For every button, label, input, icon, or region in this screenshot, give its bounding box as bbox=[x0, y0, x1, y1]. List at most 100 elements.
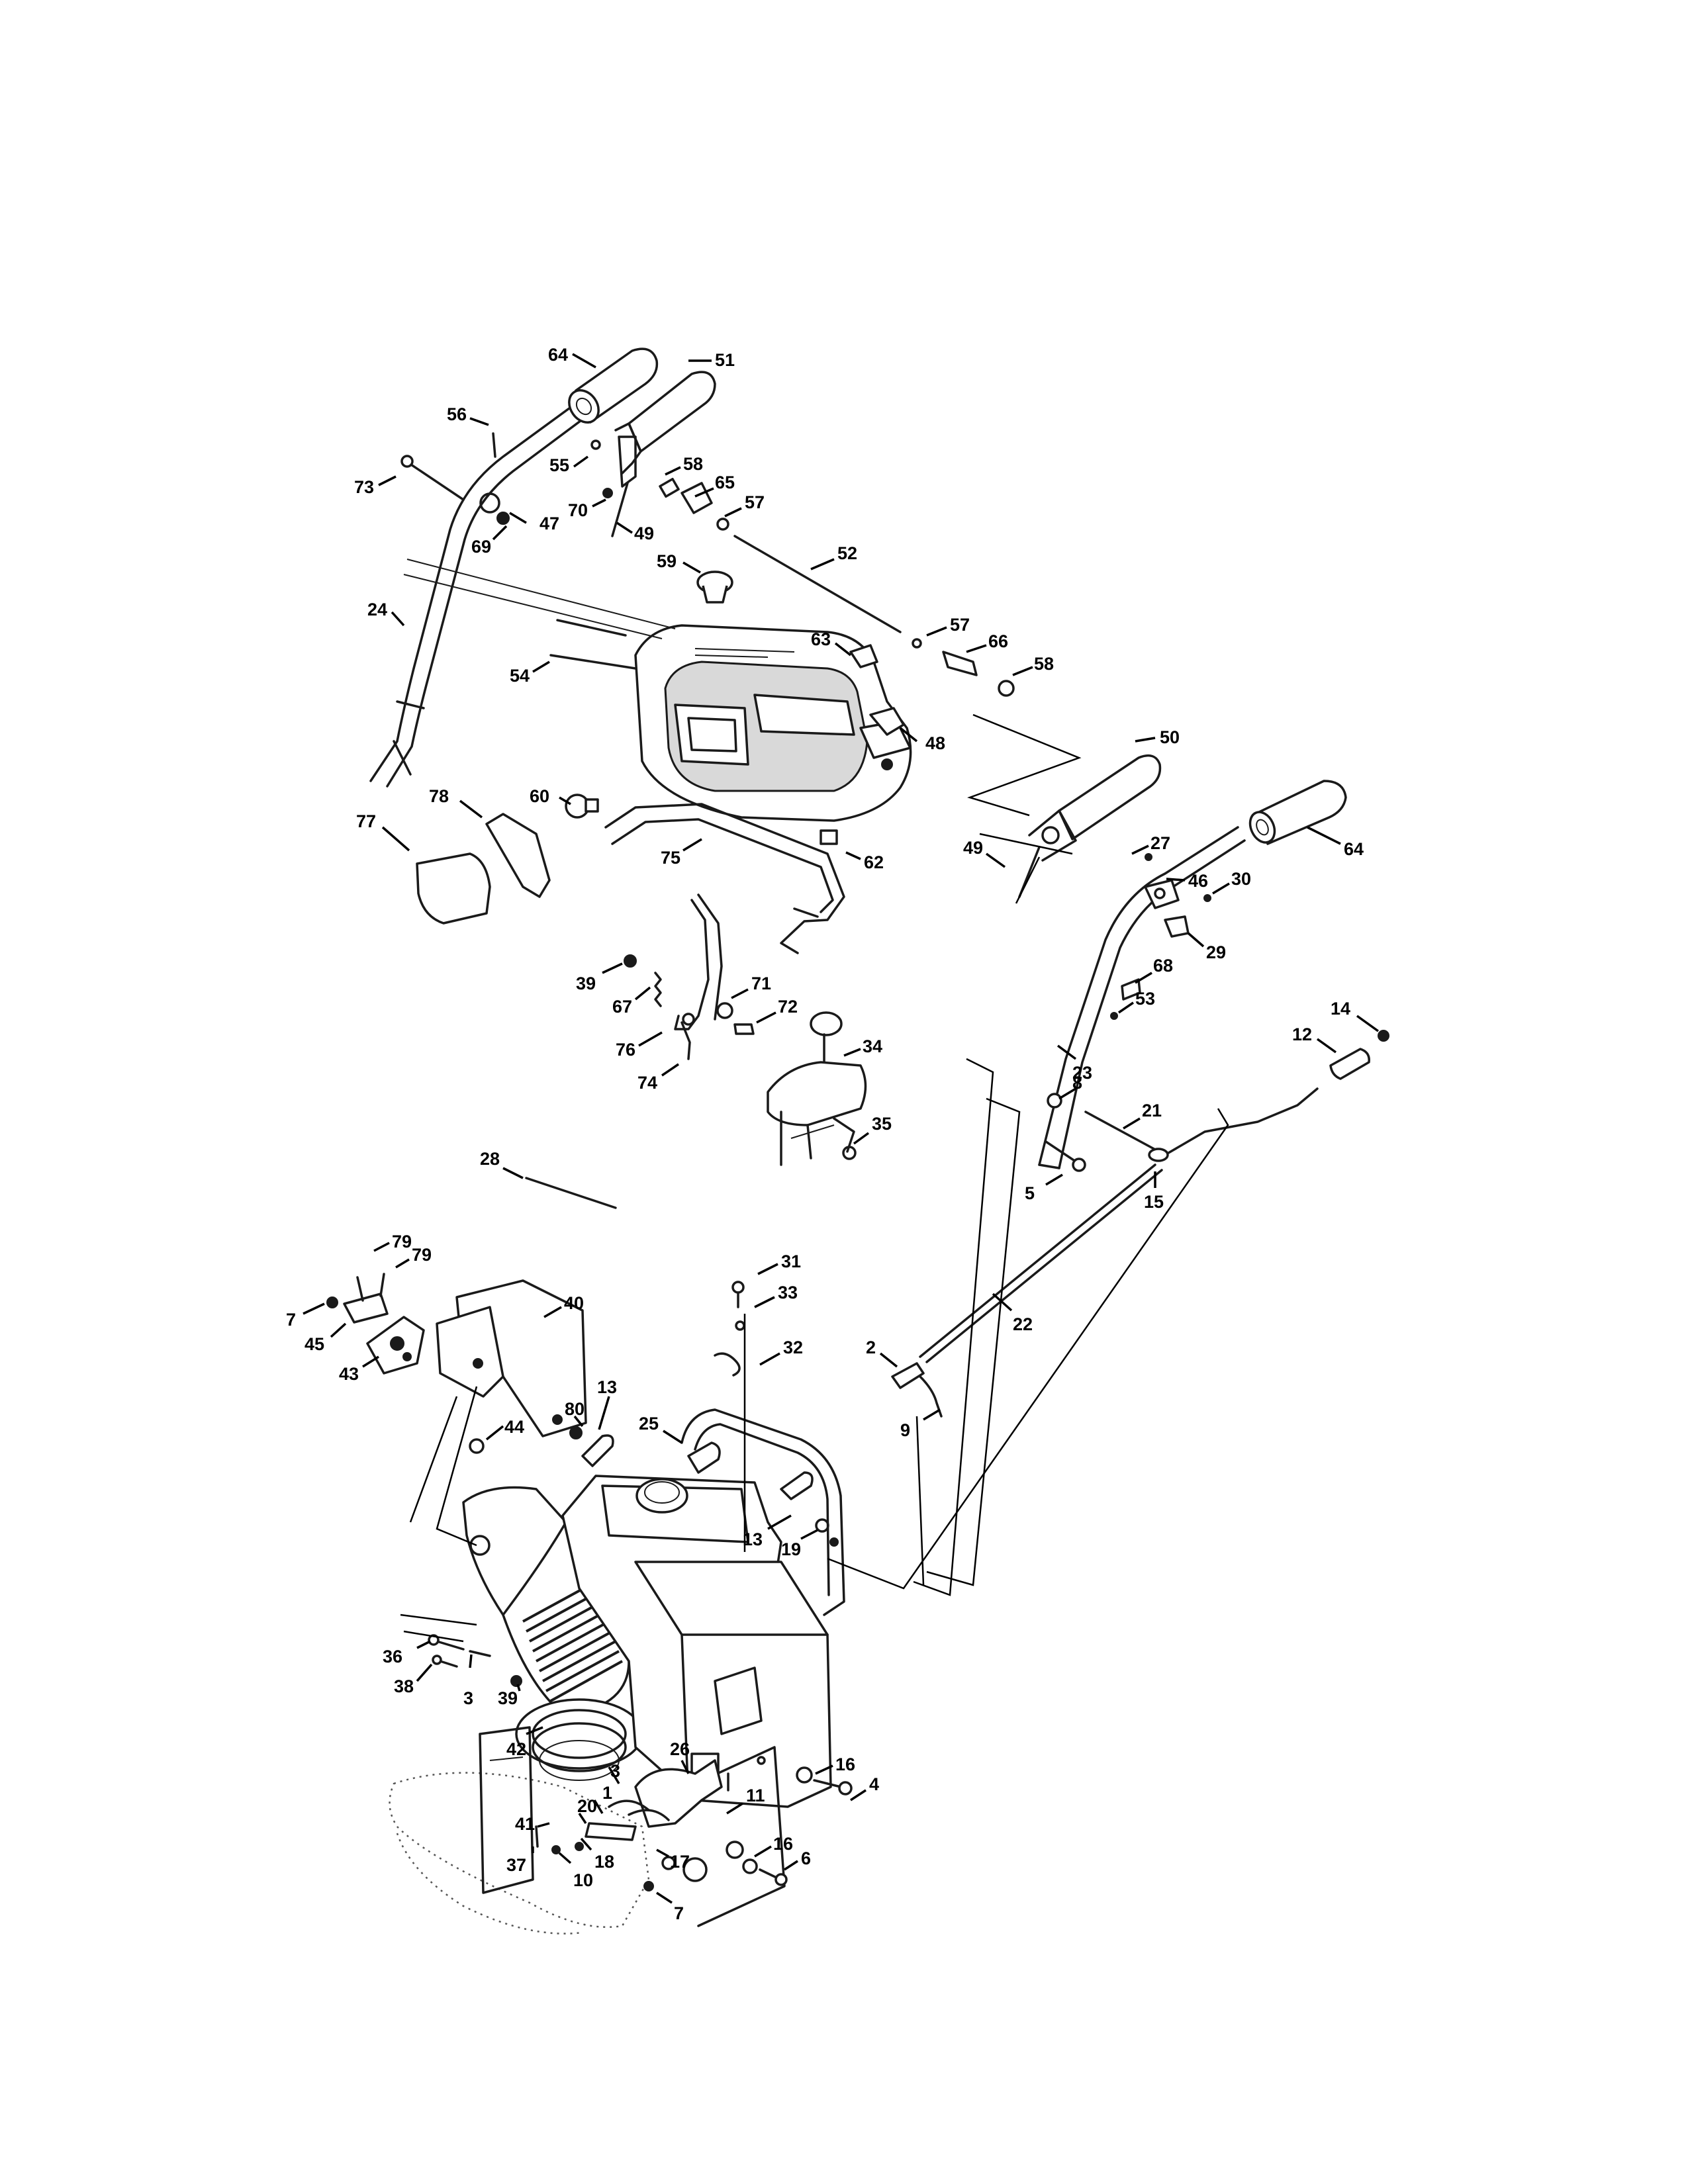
callout-label: 37 bbox=[506, 1855, 526, 1875]
nut-39-upper bbox=[624, 954, 637, 968]
lever-76 bbox=[674, 893, 723, 1030]
small-hardware bbox=[428, 1634, 729, 1891]
callout-c64: 13 bbox=[597, 1377, 617, 1430]
coupler-2 bbox=[891, 1362, 943, 1418]
callout-c61: 2 bbox=[866, 1338, 898, 1368]
callout-label: 29 bbox=[1206, 942, 1226, 962]
callout-c87: 16 bbox=[754, 1834, 793, 1858]
callout-label: 42 bbox=[506, 1739, 526, 1759]
callout-c44: 23 bbox=[1056, 1044, 1092, 1083]
washer-8 bbox=[1047, 1093, 1062, 1109]
callout-label: 34 bbox=[863, 1036, 882, 1056]
callout-c6: 58 bbox=[665, 454, 703, 476]
grip-64-right bbox=[1248, 780, 1347, 845]
bracket-49-right bbox=[1018, 809, 1077, 898]
callout-label: 49 bbox=[963, 838, 983, 858]
callout-c67: 9 bbox=[900, 1408, 941, 1440]
callout-label: 60 bbox=[530, 786, 549, 806]
callout-c86: 17 bbox=[656, 1848, 690, 1872]
callout-c30: 64 bbox=[1307, 826, 1364, 859]
control-34 bbox=[767, 1011, 867, 1166]
callout-label: 38 bbox=[394, 1676, 414, 1696]
callout-label: 63 bbox=[811, 629, 831, 649]
callout-label: 16 bbox=[835, 1754, 855, 1774]
callout-label: 27 bbox=[1150, 833, 1170, 853]
callout-c22: 50 bbox=[1135, 727, 1180, 747]
callout-c50: 15 bbox=[1144, 1171, 1164, 1212]
callout-label: 21 bbox=[1142, 1101, 1162, 1120]
callout-label: 46 bbox=[1188, 871, 1208, 891]
callout-c20: 58 bbox=[1012, 654, 1054, 676]
callout-c35: 53 bbox=[1118, 989, 1155, 1014]
callout-label: 72 bbox=[778, 997, 798, 1017]
callout-label: 51 bbox=[715, 350, 735, 370]
grip-51 bbox=[614, 371, 716, 475]
callout-label: 73 bbox=[354, 477, 374, 497]
washer-19 bbox=[815, 1518, 829, 1533]
callout-c52: 79 bbox=[373, 1232, 412, 1252]
callout-label: 44 bbox=[504, 1417, 524, 1437]
callout-c2: 51 bbox=[688, 350, 735, 370]
deflector-78 bbox=[485, 813, 551, 898]
callout-label: 39 bbox=[498, 1688, 518, 1708]
callout-label: 77 bbox=[356, 811, 376, 831]
callout-c39: 72 bbox=[756, 997, 798, 1024]
callout-c29: 27 bbox=[1131, 833, 1170, 855]
callout-c42: 34 bbox=[843, 1036, 882, 1057]
part-68 bbox=[1121, 978, 1141, 1001]
callout-label: 1 bbox=[602, 1783, 612, 1803]
grip-50 bbox=[1058, 754, 1162, 841]
auger-housing bbox=[389, 1726, 786, 1934]
callout-label: 49 bbox=[634, 523, 654, 543]
callout-c71: 38 bbox=[394, 1663, 433, 1696]
callout-label: 11 bbox=[746, 1786, 765, 1805]
pivot-58-65-57 bbox=[659, 477, 729, 531]
guide-lines bbox=[400, 713, 1229, 1643]
callout-label: 80 bbox=[565, 1399, 585, 1419]
callout-c85: 10 bbox=[558, 1852, 593, 1890]
callout-c33: 29 bbox=[1187, 932, 1226, 962]
callout-label: 22 bbox=[1013, 1314, 1033, 1334]
callout-label: 58 bbox=[683, 454, 703, 474]
cap-14 bbox=[1378, 1030, 1389, 1042]
callout-c37: 67 bbox=[612, 986, 651, 1017]
callout-c45: 8 bbox=[1058, 1073, 1082, 1100]
callout-c88: 6 bbox=[784, 1848, 811, 1871]
callout-c7: 65 bbox=[694, 473, 735, 498]
callout-c59: 33 bbox=[754, 1283, 798, 1308]
callout-c66: 25 bbox=[639, 1414, 682, 1444]
callout-label: 68 bbox=[1153, 956, 1173, 976]
bracket-48 bbox=[869, 707, 905, 736]
connector-62 bbox=[820, 829, 838, 845]
callout-label: 31 bbox=[781, 1251, 801, 1271]
callout-c10: 49 bbox=[616, 522, 654, 543]
callout-c49: 5 bbox=[1025, 1173, 1063, 1203]
pin-53 bbox=[1110, 1012, 1118, 1020]
callout-c32: 30 bbox=[1212, 869, 1251, 895]
nut-35 bbox=[842, 1146, 857, 1160]
callout-c69: 19 bbox=[781, 1529, 818, 1559]
callout-label: 2 bbox=[866, 1338, 876, 1357]
callout-c62: 22 bbox=[992, 1293, 1033, 1334]
callout-c25: 77 bbox=[356, 811, 410, 852]
callout-label: 74 bbox=[637, 1073, 657, 1093]
callout-label: 23 bbox=[1072, 1063, 1092, 1083]
callout-c75: 3 bbox=[608, 1761, 620, 1784]
callout-label: 35 bbox=[872, 1114, 892, 1134]
callout-c23: 60 bbox=[530, 786, 571, 806]
callout-label: 39 bbox=[576, 974, 596, 993]
callout-label: 17 bbox=[670, 1852, 690, 1872]
callout-c3: 56 bbox=[447, 404, 489, 426]
callout-c8: 57 bbox=[724, 492, 765, 518]
callout-label: 7 bbox=[286, 1310, 296, 1330]
callout-label: 36 bbox=[383, 1647, 402, 1666]
callout-c68: 13 bbox=[743, 1514, 792, 1549]
callout-c17: 63 bbox=[811, 629, 852, 657]
callout-c26: 75 bbox=[661, 838, 702, 868]
callout-c40: 76 bbox=[616, 1031, 663, 1060]
callout-c57: 40 bbox=[543, 1293, 584, 1318]
callout-c51: 28 bbox=[480, 1149, 524, 1179]
callout-label: 52 bbox=[837, 543, 857, 563]
callout-label: 33 bbox=[778, 1283, 798, 1302]
callout-c46: 14 bbox=[1331, 999, 1380, 1032]
